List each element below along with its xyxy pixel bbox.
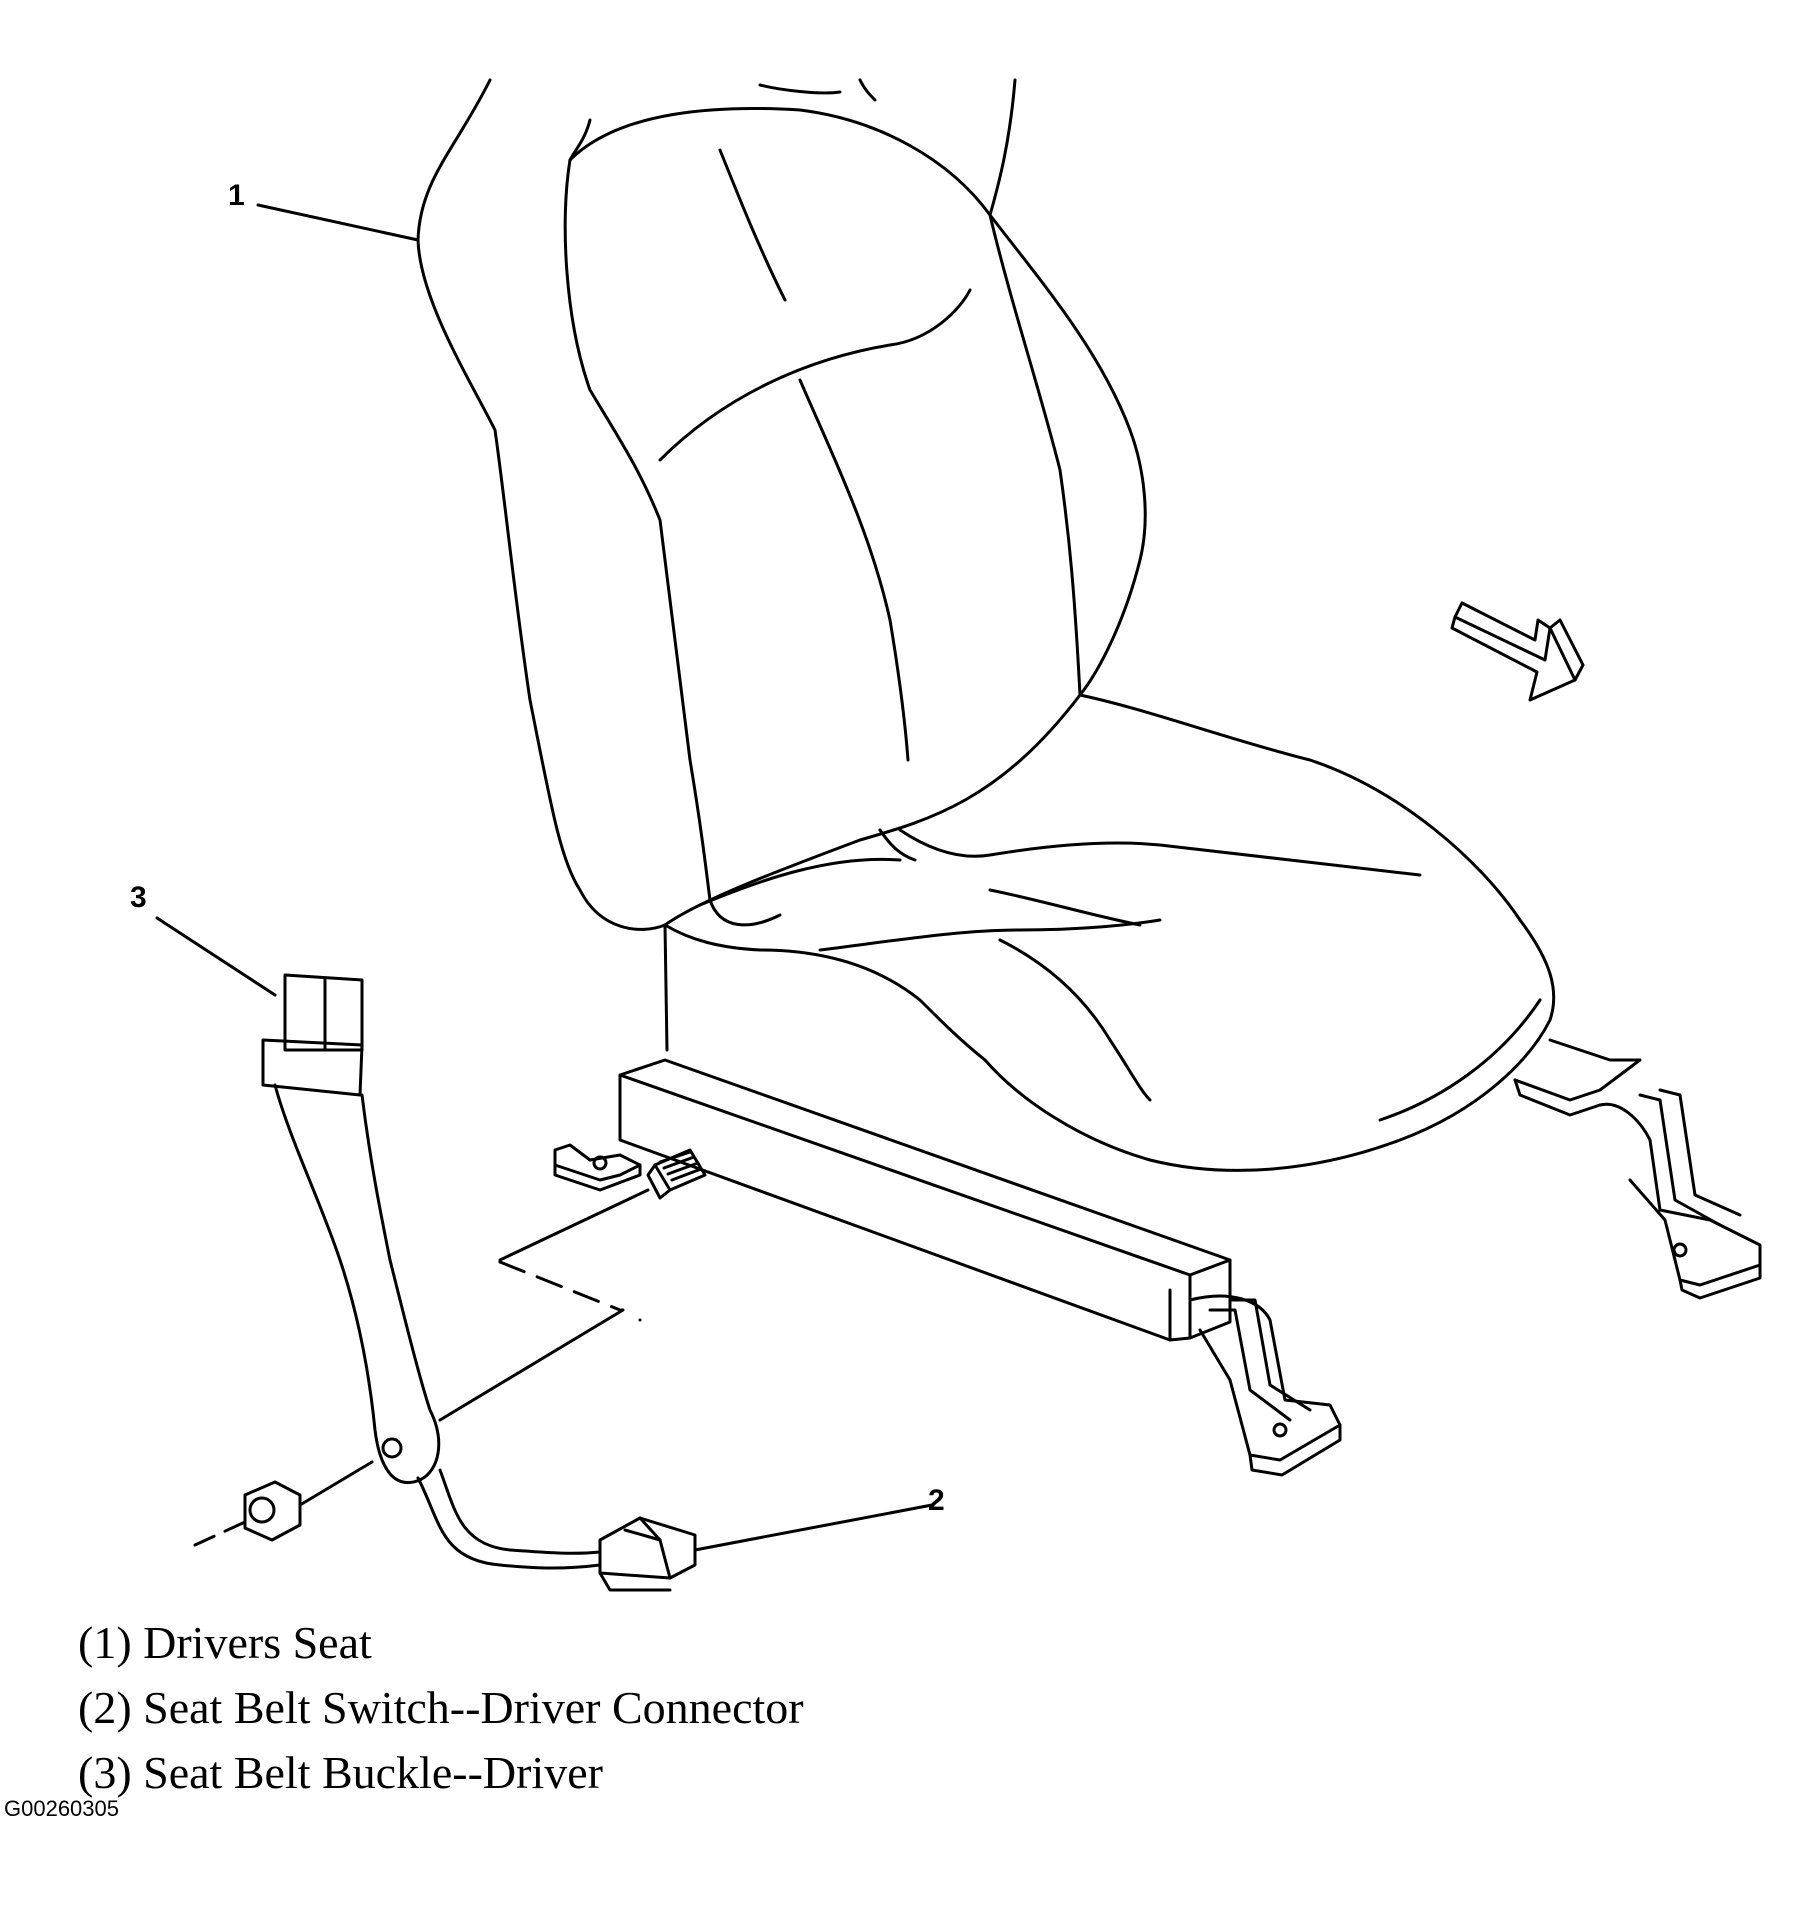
front-direction-arrow-icon <box>1450 601 1585 702</box>
legend-item-3: (3) Seat Belt Buckle--Driver <box>78 1747 603 1798</box>
seat-rail <box>553 1038 1762 1477</box>
seat-belt-switch-connector <box>598 1516 697 1592</box>
legend-item-1: (1) Drivers Seat <box>78 1617 372 1668</box>
install-path-line <box>438 1188 650 1422</box>
callout-leader-1 <box>256 203 420 242</box>
seat-cushion <box>663 693 1556 1172</box>
callout-leader-2 <box>693 1503 934 1552</box>
callout-number-3: 3 <box>130 881 147 914</box>
callout-number-2: 2 <box>928 1484 945 1517</box>
mounting-stud <box>646 1148 707 1200</box>
legend-item-2: (2) Seat Belt Switch--Driver Connector <box>78 1682 804 1733</box>
callout-leader-3 <box>155 916 277 997</box>
figure-id: G00260305 <box>4 1796 119 1821</box>
seat-backrest <box>416 78 1147 931</box>
callout-number-1: 1 <box>228 179 245 212</box>
legend: (1) Drivers Seat (2) Seat Belt Switch--D… <box>78 1610 804 1805</box>
seat-belt-buckle <box>261 973 602 1570</box>
hex-nut-icon <box>193 1460 374 1547</box>
